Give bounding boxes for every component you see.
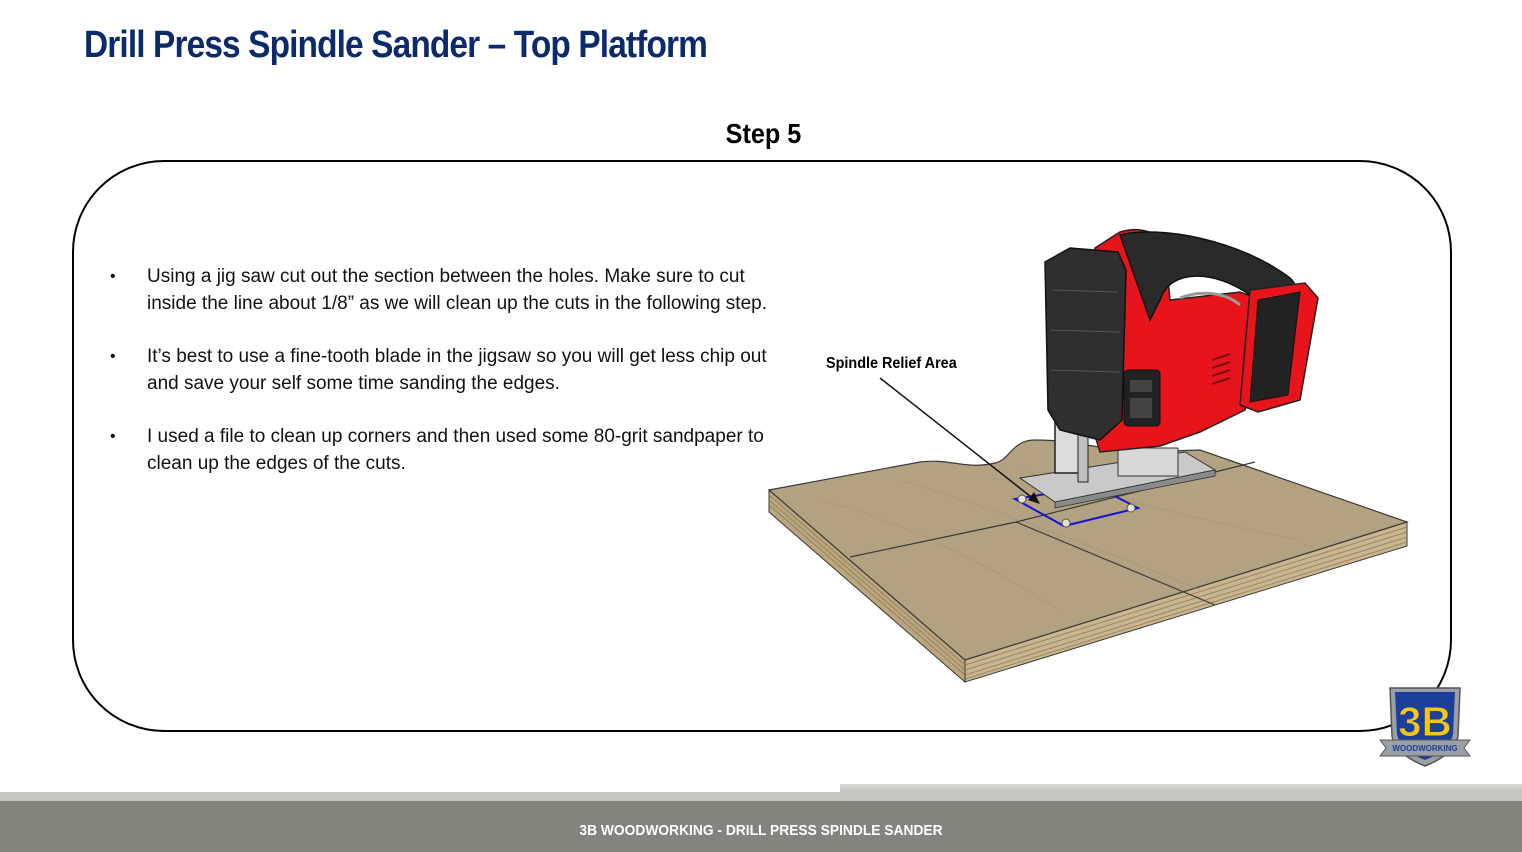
bullet-marker: • — [110, 268, 116, 285]
list-item: • I used a file to clean up corners and … — [110, 424, 770, 477]
callout-leader — [879, 377, 1036, 501]
footer-accent-stripe — [840, 784, 1522, 794]
content-box — [72, 160, 1452, 732]
logo-text: 3B — [1398, 698, 1452, 745]
bullet-marker: • — [110, 428, 116, 445]
bullet-text: I used a file to clean up corners and th… — [147, 426, 764, 474]
logo-subtext: WOODWORKING — [1392, 744, 1457, 753]
bullet-marker: • — [110, 348, 116, 365]
bullet-text: Using a jig saw cut out the section betw… — [147, 266, 767, 314]
page-title: Drill Press Spindle Sander – Top Platfor… — [84, 24, 708, 66]
footer-accent-stripe — [0, 792, 1522, 802]
list-item: • Using a jig saw cut out the section be… — [110, 264, 770, 317]
bullet-text: It’s best to use a fine-tooth blade in t… — [147, 346, 767, 394]
footer-bar — [0, 801, 1522, 852]
step-heading: Step 5 — [725, 118, 802, 149]
jigsaw-on-plywood-illustration — [767, 228, 1409, 684]
list-item: • It’s best to use a fine-tooth blade in… — [110, 344, 770, 397]
instruction-list: • Using a jig saw cut out the section be… — [110, 264, 770, 504]
callout-label: Spindle Relief Area — [826, 355, 957, 372]
footer-text: 3B WOODWORKING - DRILL PRESS SPINDLE SAN… — [579, 822, 943, 839]
jigsaw-motor-housing — [1044, 247, 1127, 441]
3b-woodworking-logo: 3B WOODWORKING — [1379, 687, 1471, 767]
